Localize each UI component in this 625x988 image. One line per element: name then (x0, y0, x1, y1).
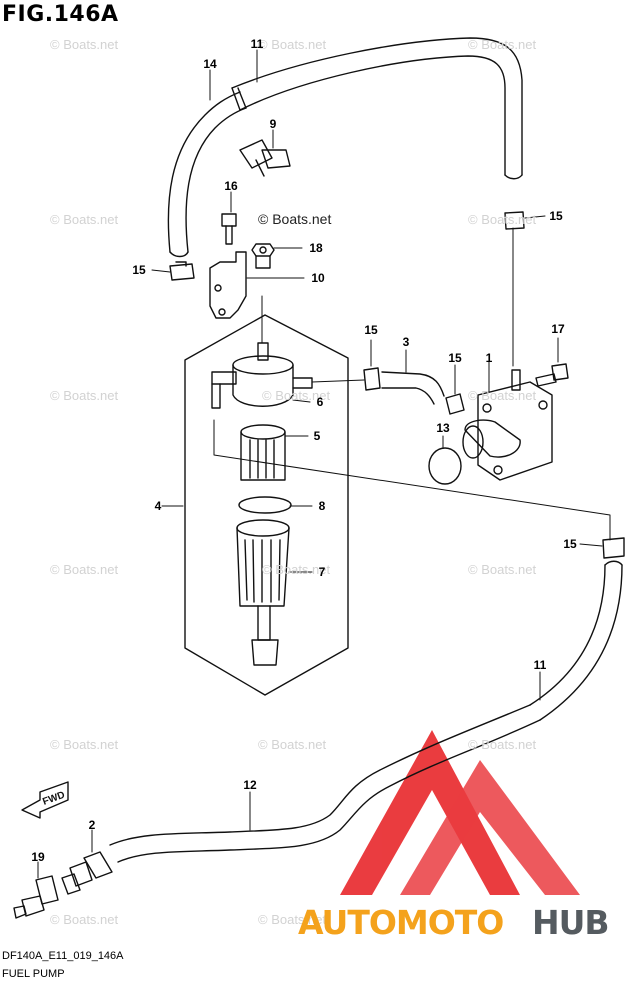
watermark: © Boats.net (468, 37, 537, 52)
hose-11-low (529, 560, 623, 721)
callout-leaders (37, 49, 603, 879)
filter-element-5 (240, 424, 286, 481)
watermark: © Boats.net (258, 912, 327, 927)
callout-3: 3 (402, 335, 410, 349)
callout-1: 1 (485, 351, 493, 365)
callout-19: 19 (31, 850, 45, 864)
callout-5: 5 (313, 429, 321, 443)
hose-3 (381, 371, 445, 405)
watermark: © Boats.net (262, 388, 331, 403)
callout-18: 18 (309, 241, 323, 255)
callout-15-right-low: 15 (563, 537, 577, 551)
clamp-15-right-top (504, 211, 525, 230)
clamp-15-left (169, 261, 195, 281)
watermark: © Boats.net (50, 388, 119, 403)
callout-15-right-top: 15 (549, 209, 563, 223)
watermark: © Boats.net (468, 737, 537, 752)
fwd-arrow (21, 781, 69, 819)
copyright-mark: © Boats.net (258, 211, 332, 227)
callout-15-left: 15 (132, 263, 146, 277)
o-ring-13 (428, 447, 462, 485)
logo-wordmark-hub: HUB (532, 903, 610, 942)
figure-title: FIG.146A (2, 2, 119, 27)
drawing-name: FUEL PUMP (2, 968, 65, 980)
clamp-15-mid-a (363, 367, 381, 391)
callout-14: 14 (203, 57, 217, 71)
watermark: © Boats.net (468, 212, 537, 227)
watermark: © Boats.net (50, 562, 119, 577)
callout-4: 4 (154, 499, 162, 513)
clamp-15-mid-b (445, 393, 465, 415)
bolt-16 (221, 213, 237, 245)
clip-9 (239, 139, 291, 177)
bolt-17 (535, 363, 569, 387)
fuel-pump-1 (462, 369, 553, 481)
callout-11-low: 11 (533, 658, 547, 672)
joint-2 (61, 851, 113, 895)
callout-15-mid-b: 15 (448, 351, 462, 365)
bracket-10 (209, 251, 247, 319)
callout-13: 13 (436, 421, 450, 435)
logo-triangle (340, 730, 580, 895)
callout-8: 8 (318, 499, 326, 513)
callout-12: 12 (243, 778, 257, 792)
nut-18 (251, 243, 275, 269)
watermark: © Boats.net (468, 388, 537, 403)
watermark: © Boats.net (50, 737, 119, 752)
callout-9: 9 (269, 117, 277, 131)
hose-12 (109, 704, 541, 863)
filter-head-6 (211, 342, 313, 409)
callout-10: 10 (311, 271, 325, 285)
drawing-code: DF140A_E11_019_146A (2, 950, 124, 962)
watermark: © Boats.net (50, 37, 119, 52)
callout-7: 7 (318, 565, 326, 579)
callout-17: 17 (551, 322, 565, 336)
callout-2: 2 (88, 818, 96, 832)
hose-11-top (231, 37, 523, 180)
callout-15-mid-a: 15 (364, 323, 378, 337)
connector-19 (13, 875, 59, 919)
hose-14 (167, 91, 247, 258)
watermark: © Boats.net (262, 562, 331, 577)
callout-6: 6 (316, 395, 324, 409)
assembly-outline-4 (184, 314, 349, 696)
watermark: © Boats.net (258, 737, 327, 752)
watermark: © Boats.net (468, 562, 537, 577)
watermark: © Boats.net (50, 912, 119, 927)
logo-wordmark-automoto: AUTOMOTO (298, 903, 504, 942)
o-ring-8 (238, 496, 292, 514)
callout-16: 16 (224, 179, 238, 193)
clamp-15-right-low (602, 537, 625, 559)
filter-cup-7 (236, 519, 290, 666)
leader-lines (161, 227, 611, 541)
watermark: © Boats.net (50, 212, 119, 227)
watermark: © Boats.net (258, 37, 327, 52)
callout-11-top: 11 (250, 37, 264, 51)
